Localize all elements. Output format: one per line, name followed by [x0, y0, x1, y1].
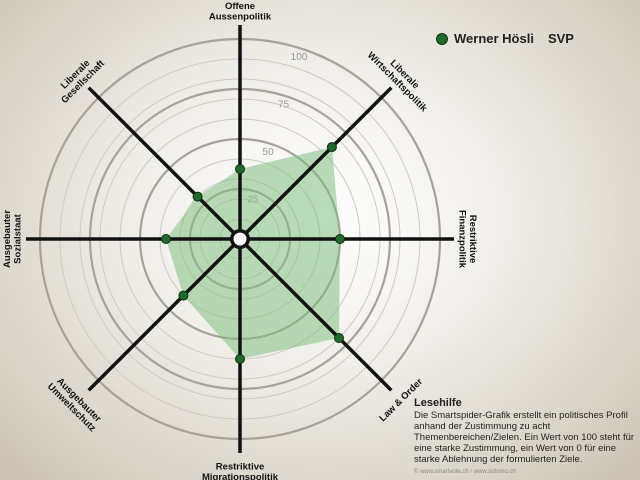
data-point	[335, 234, 345, 244]
axis-spokes	[26, 25, 454, 453]
center-marker	[230, 229, 250, 249]
data-point	[235, 354, 245, 364]
copyright: © www.smartvote.ch / www.sotomo.ch	[414, 469, 516, 475]
tick-label: 100	[291, 52, 308, 63]
axis-label-line: Restriktive	[467, 215, 478, 264]
data-point	[333, 332, 344, 343]
data-point	[178, 290, 189, 301]
axis-label-line: Sozialstaat	[13, 213, 24, 263]
data-point	[235, 164, 245, 174]
axis-spoke	[238, 237, 393, 392]
tick-label: 75	[278, 100, 290, 111]
data-point	[192, 191, 203, 202]
legend-marker-icon	[436, 32, 448, 45]
legend: Werner Hösli SVP	[436, 31, 574, 46]
axis-label-line: Aussenpolitik	[209, 12, 272, 23]
axis-spoke	[87, 86, 242, 241]
axis-label-line: Ausgebauter	[2, 210, 13, 268]
center-inner-dot	[233, 232, 247, 246]
axis-label-line: Finanzpolitik	[456, 210, 467, 269]
tick-label: 50	[263, 147, 275, 158]
axis-label-line: Offene	[225, 1, 255, 12]
legend-candidate: Werner Hösli	[454, 31, 534, 46]
reading-help-text: Die Smartspider-Grafik erstellt ein poli…	[414, 410, 635, 465]
legend-party: SVP	[547, 31, 574, 46]
data-point	[326, 142, 337, 153]
data-points	[161, 142, 345, 364]
reading-help-title: Lesehilfe	[414, 397, 462, 409]
axis-spoke	[238, 86, 393, 241]
data-point	[161, 234, 171, 244]
reading-help: Lesehilfe Die Smartspider-Grafik erstell…	[414, 397, 636, 466]
axis-label-line: Restriktive	[216, 462, 265, 473]
axis-label-line: Migrationspolitik	[202, 472, 279, 480]
axis-spoke	[87, 237, 242, 392]
